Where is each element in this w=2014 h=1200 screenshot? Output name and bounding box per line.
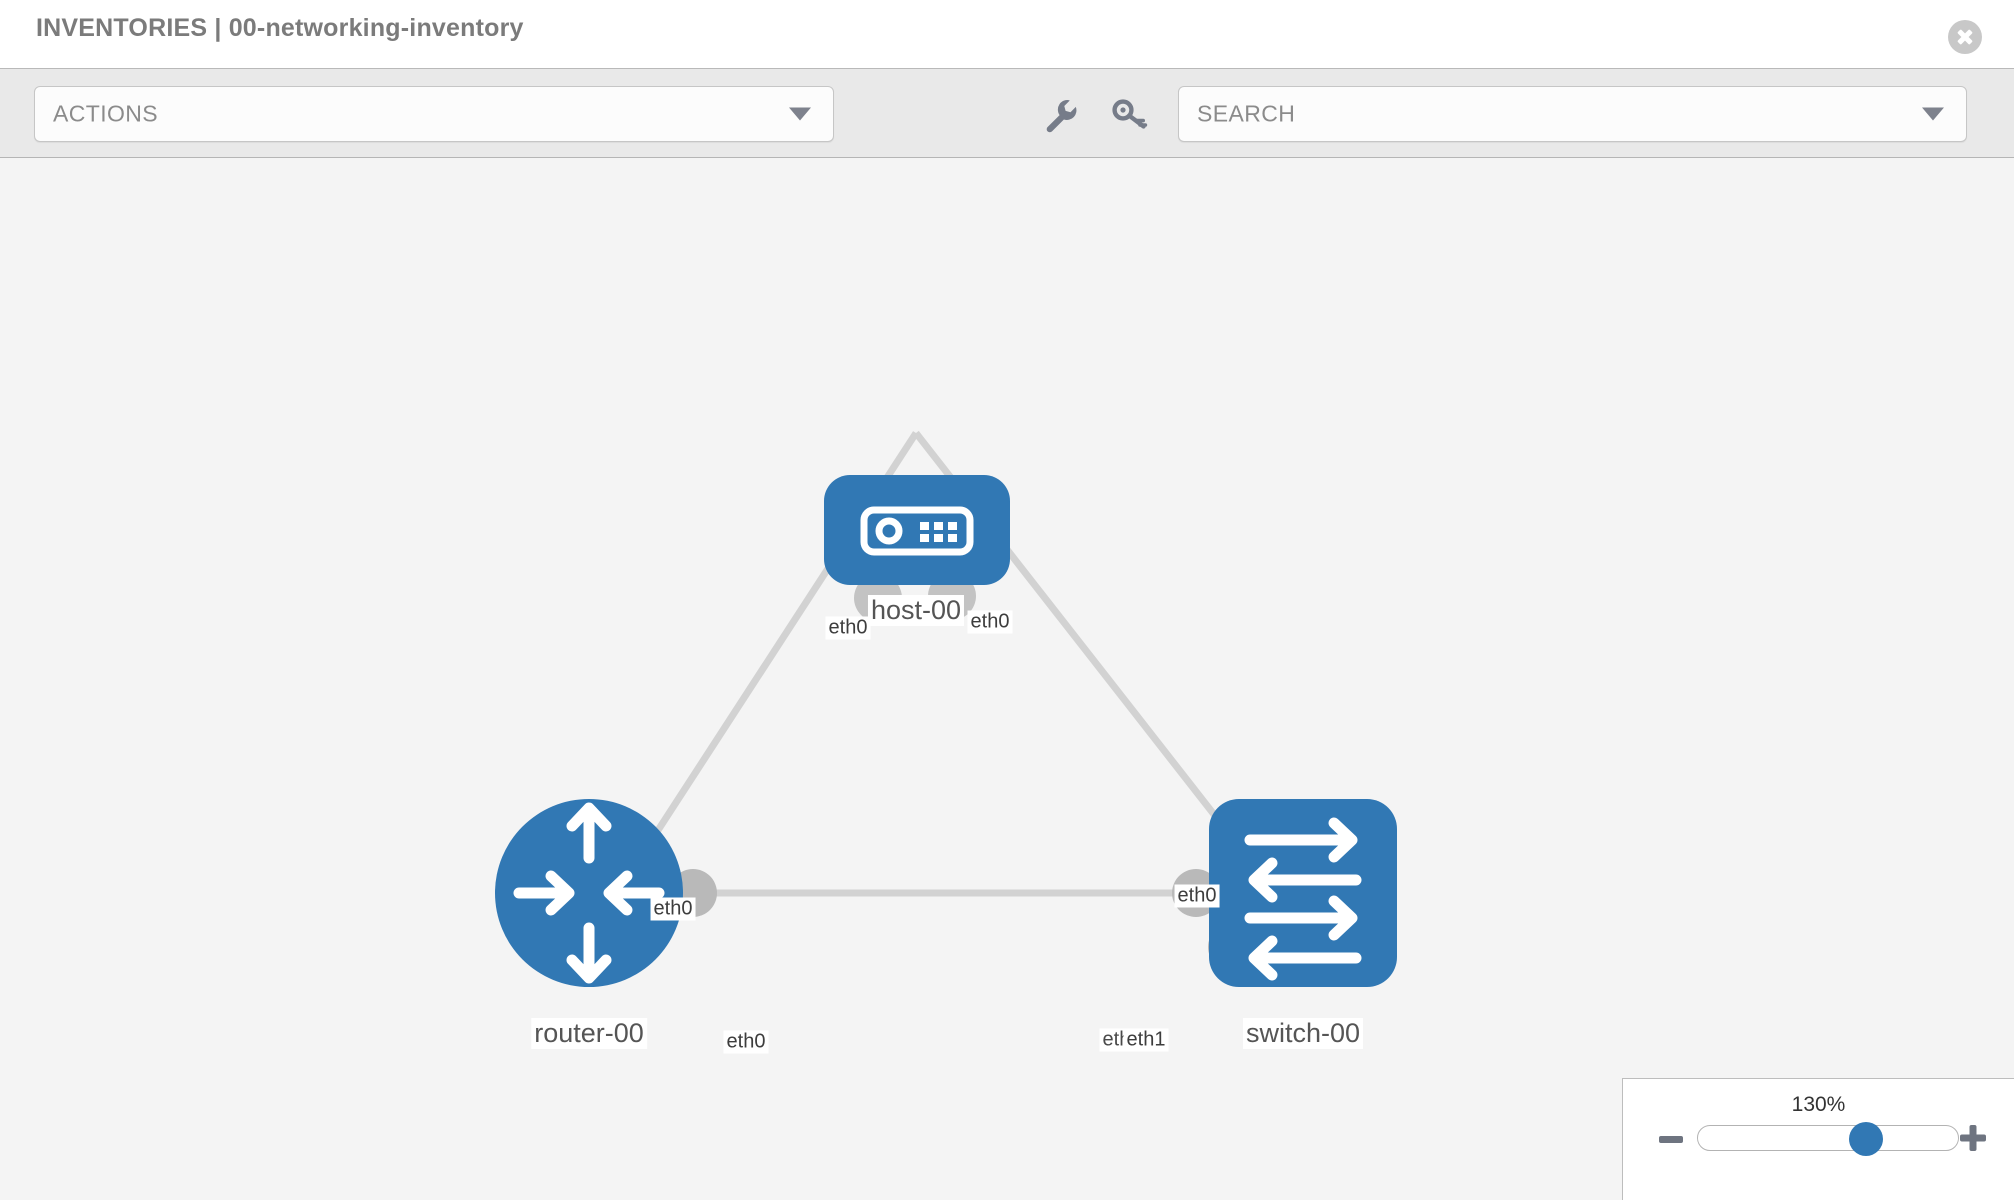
- node-label-host-00: host-00: [867, 595, 965, 626]
- node-switch-00: [1209, 799, 1397, 987]
- actions-dropdown-label: ACTIONS: [53, 100, 159, 127]
- zoom-slider-thumb[interactable]: [1849, 1122, 1883, 1156]
- page-title: INVENTORIES | 00-networking-inventory: [36, 14, 524, 42]
- link-connectors: [669, 572, 1256, 971]
- iface-label: eth1: [1123, 1028, 1169, 1052]
- iface-label: eth0: [723, 1030, 769, 1054]
- zoom-slider[interactable]: [1697, 1122, 1959, 1156]
- chevron-down-icon: [789, 107, 811, 121]
- switch-arrows-icon: [1244, 817, 1362, 981]
- node-host-00: [824, 475, 1010, 585]
- topology-canvas[interactable]: eth0 eth0 eth0 eth0 eth0 eth0 eth1 host-…: [0, 158, 2014, 1200]
- zoom-control-panel: 130%: [1622, 1078, 2014, 1200]
- page-header: INVENTORIES | 00-networking-inventory: [0, 0, 2014, 68]
- toolbar: ACTIONS SEARCH: [0, 68, 2014, 158]
- search-placeholder: SEARCH: [1197, 100, 1296, 127]
- minus-icon[interactable]: [1659, 1136, 1683, 1143]
- server-icon: [860, 506, 974, 556]
- plus-icon[interactable]: [1958, 1123, 1988, 1153]
- zoom-percent-label: 130%: [1791, 1093, 1846, 1116]
- node-label-switch-00: switch-00: [1242, 1018, 1364, 1049]
- key-icon[interactable]: [1110, 95, 1150, 135]
- chevron-down-icon: [1922, 107, 1944, 121]
- node-label-router-00: router-00: [531, 1018, 647, 1049]
- search-input[interactable]: SEARCH: [1178, 86, 1967, 142]
- wrench-icon[interactable]: [1040, 95, 1080, 135]
- actions-dropdown[interactable]: ACTIONS: [34, 86, 834, 142]
- topology-graph: [495, 430, 1397, 987]
- iface-label: eth0: [967, 610, 1013, 634]
- close-icon[interactable]: [1948, 20, 1982, 54]
- iface-label: eth0: [1174, 884, 1220, 908]
- node-router-00: [495, 799, 683, 987]
- iface-label: eth0: [650, 897, 696, 921]
- router-arrows-icon: [513, 802, 665, 984]
- iface-label: eth0: [825, 616, 871, 640]
